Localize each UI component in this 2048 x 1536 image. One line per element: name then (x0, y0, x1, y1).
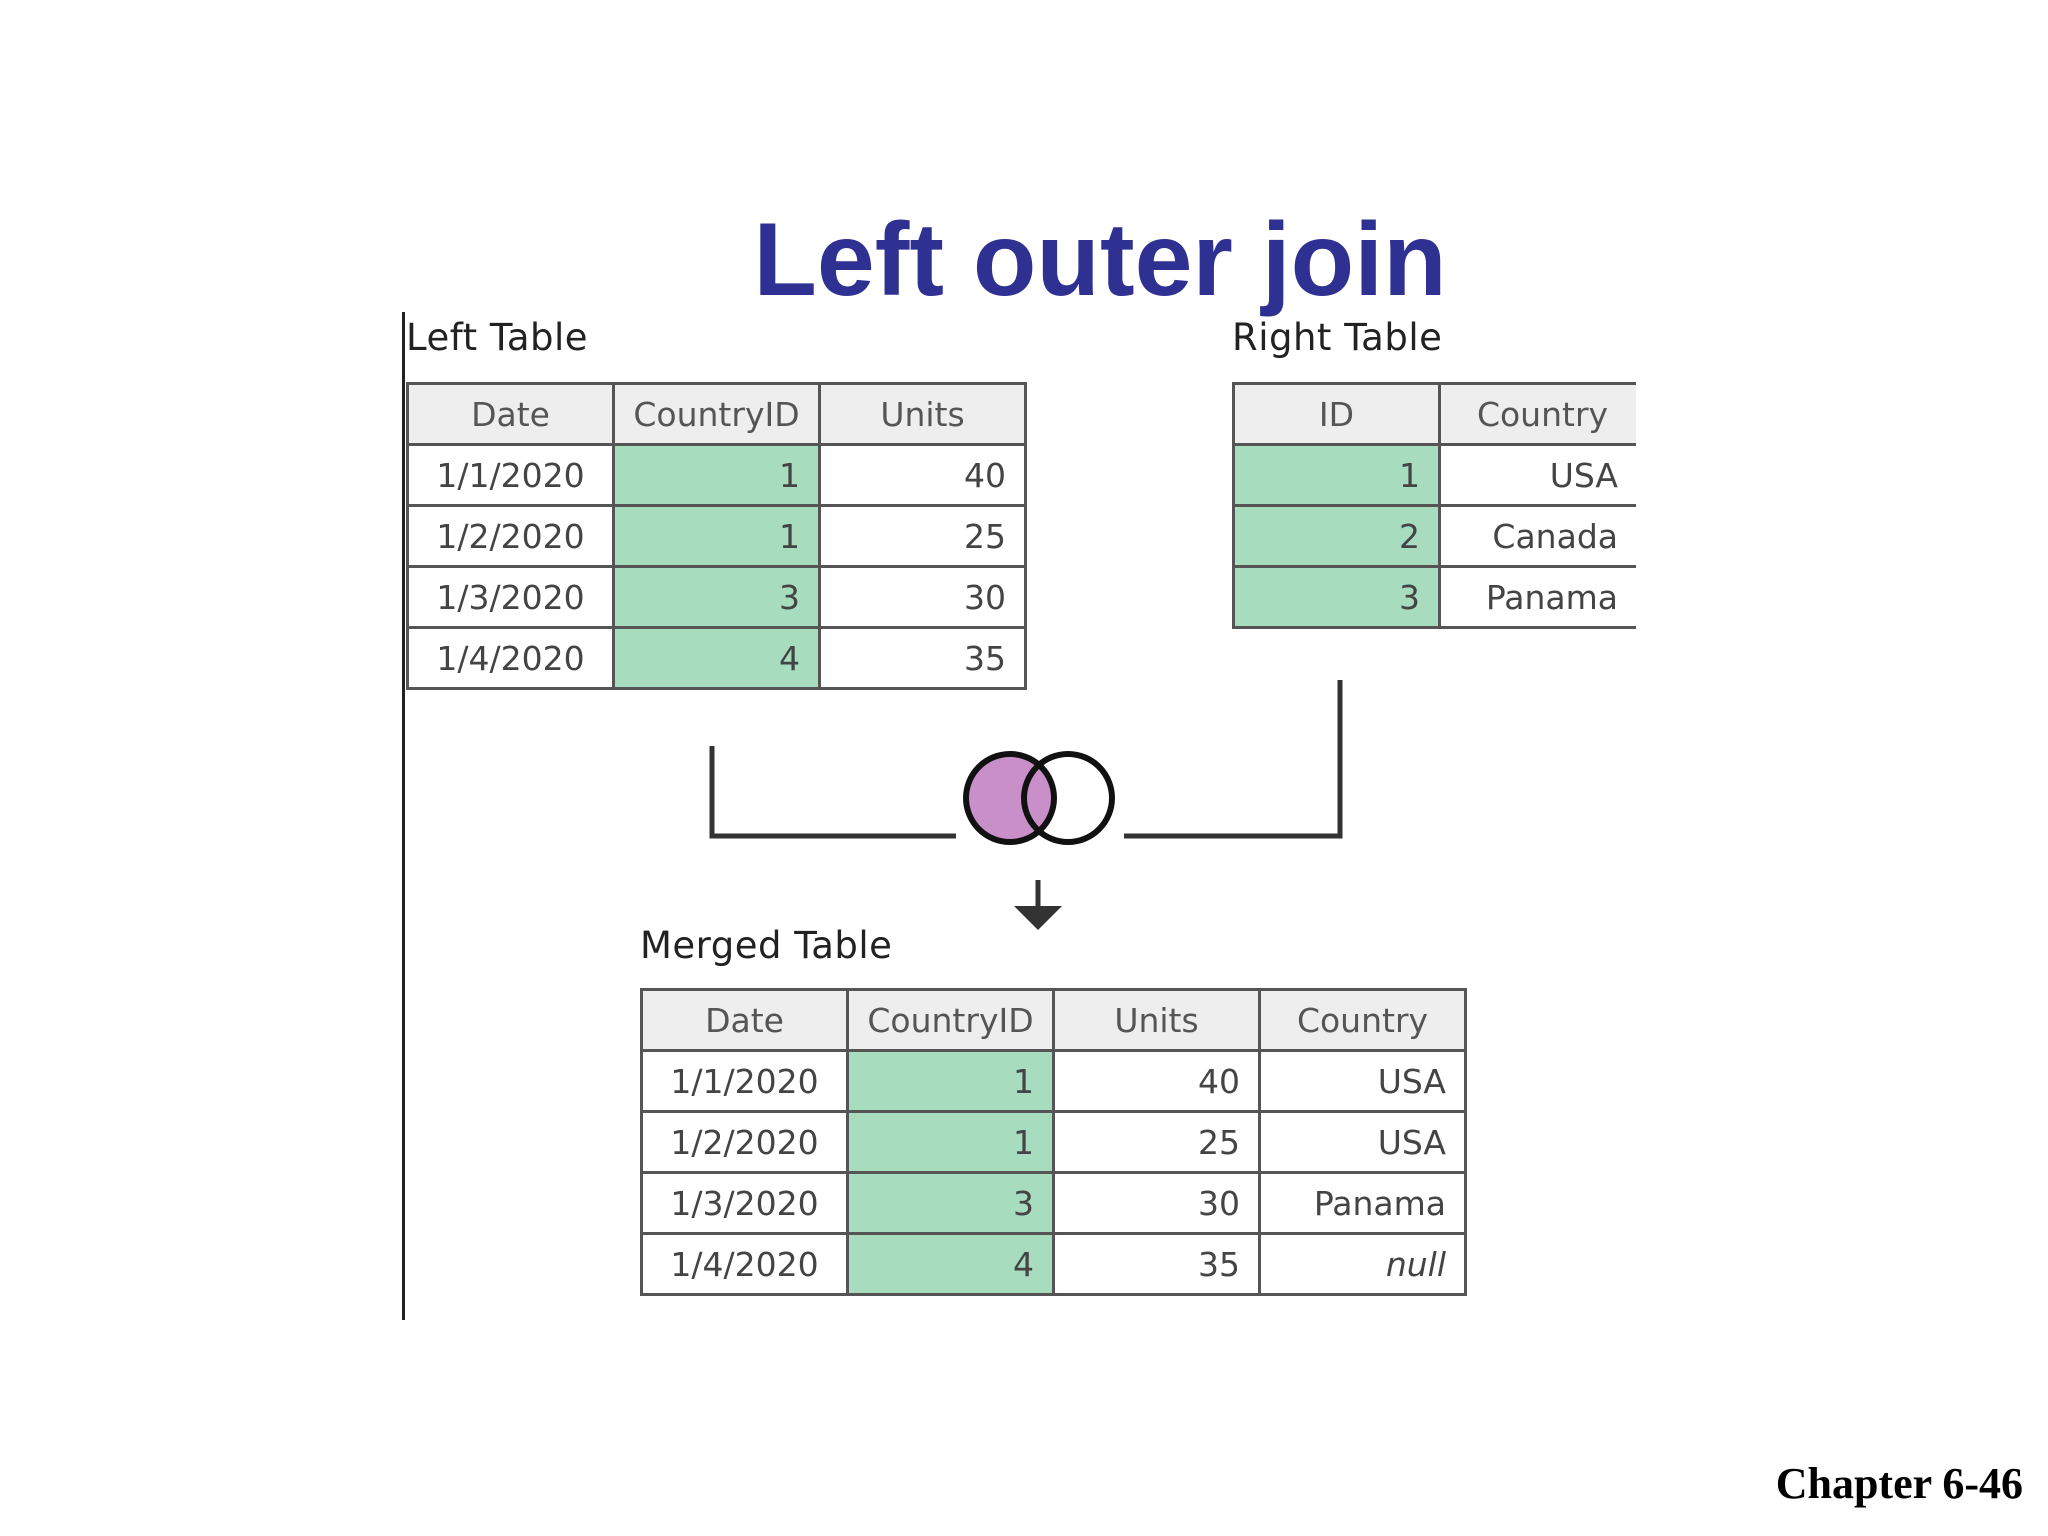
header-cell: Date (406, 382, 615, 446)
merged-table-label: Merged Table (640, 924, 893, 967)
units-cell: 25 (818, 504, 1027, 568)
units-cell: 25 (1052, 1110, 1261, 1174)
left-border-line (402, 312, 405, 1320)
null-country-cell: null (1258, 1232, 1467, 1296)
date-cell: 1/2/2020 (640, 1110, 849, 1174)
key-cell: 1 (612, 504, 821, 568)
country-cell: Canada (1438, 504, 1636, 568)
header-cell: Country (1438, 382, 1636, 446)
right-table-label: Right Table (1232, 316, 1443, 359)
slide-footer: Chapter 6-46 (1775, 1459, 2023, 1508)
table-row: 2 Canada (1232, 504, 1636, 568)
slide-title: Left outer join (753, 202, 1447, 318)
country-cell: USA (1258, 1049, 1467, 1113)
key-cell: 4 (846, 1232, 1055, 1296)
key-cell: 2 (1232, 504, 1441, 568)
left-table-header-row: Date CountryID Units (406, 382, 1027, 446)
units-cell: 30 (818, 565, 1027, 629)
table-row: 1/3/2020 3 30 Panama (640, 1171, 1467, 1235)
table-row: 1/4/2020 4 35 null (640, 1232, 1467, 1296)
left-table-label: Left Table (406, 316, 589, 359)
header-cell: Country (1258, 988, 1467, 1052)
key-cell: 3 (1232, 565, 1441, 629)
key-cell: 3 (846, 1171, 1055, 1235)
date-cell: 1/1/2020 (406, 443, 615, 507)
merged-table-header-row: Date CountryID Units Country (640, 988, 1467, 1052)
header-cell: ID (1232, 382, 1441, 446)
date-cell: 1/2/2020 (406, 504, 615, 568)
date-cell: 1/3/2020 (406, 565, 615, 629)
left-table: Date CountryID Units 1/1/2020 1 40 1/2/2… (406, 382, 1027, 690)
units-cell: 30 (1052, 1171, 1261, 1235)
country-cell: Panama (1438, 565, 1636, 629)
header-cell: CountryID (846, 988, 1055, 1052)
units-cell: 35 (818, 626, 1027, 690)
key-cell: 4 (612, 626, 821, 690)
key-cell: 1 (612, 443, 821, 507)
right-table-clip: ID Country 1 USA 2 Canada 3 Panama (1232, 382, 1636, 652)
key-cell: 1 (846, 1049, 1055, 1113)
units-cell: 40 (1052, 1049, 1261, 1113)
right-connector-line (1124, 680, 1343, 839)
key-cell: 1 (1232, 443, 1441, 507)
left-connector-line (709, 746, 956, 839)
key-cell: 1 (846, 1110, 1055, 1174)
header-cell: CountryID (612, 382, 821, 446)
table-row: 1/1/2020 1 40 USA (640, 1049, 1467, 1113)
table-row: 1/1/2020 1 40 (406, 443, 1027, 507)
header-cell: Units (818, 382, 1027, 446)
units-cell: 35 (1052, 1232, 1261, 1296)
left-outer-join-venn-icon (963, 751, 1115, 845)
right-table-header-row: ID Country (1232, 382, 1636, 446)
key-cell: 3 (612, 565, 821, 629)
merged-table: Date CountryID Units Country 1/1/2020 1 … (640, 988, 1467, 1296)
units-cell: 40 (818, 443, 1027, 507)
table-row: 1/2/2020 1 25 (406, 504, 1027, 568)
table-row: 3 Panama (1232, 565, 1636, 629)
country-cell: USA (1438, 443, 1636, 507)
table-row: 1/2/2020 1 25 USA (640, 1110, 1467, 1174)
header-cell: Date (640, 988, 849, 1052)
date-cell: 1/1/2020 (640, 1049, 849, 1113)
date-cell: 1/4/2020 (640, 1232, 849, 1296)
table-row: 1/3/2020 3 30 (406, 565, 1027, 629)
country-cell: USA (1258, 1110, 1467, 1174)
date-cell: 1/3/2020 (640, 1171, 849, 1235)
right-table: ID Country 1 USA 2 Canada 3 Panama (1232, 382, 1636, 629)
down-arrow-icon (1014, 880, 1062, 930)
header-cell: Units (1052, 988, 1261, 1052)
country-cell: Panama (1258, 1171, 1467, 1235)
table-row: 1/4/2020 4 35 (406, 626, 1027, 690)
date-cell: 1/4/2020 (406, 626, 615, 690)
table-row: 1 USA (1232, 443, 1636, 507)
